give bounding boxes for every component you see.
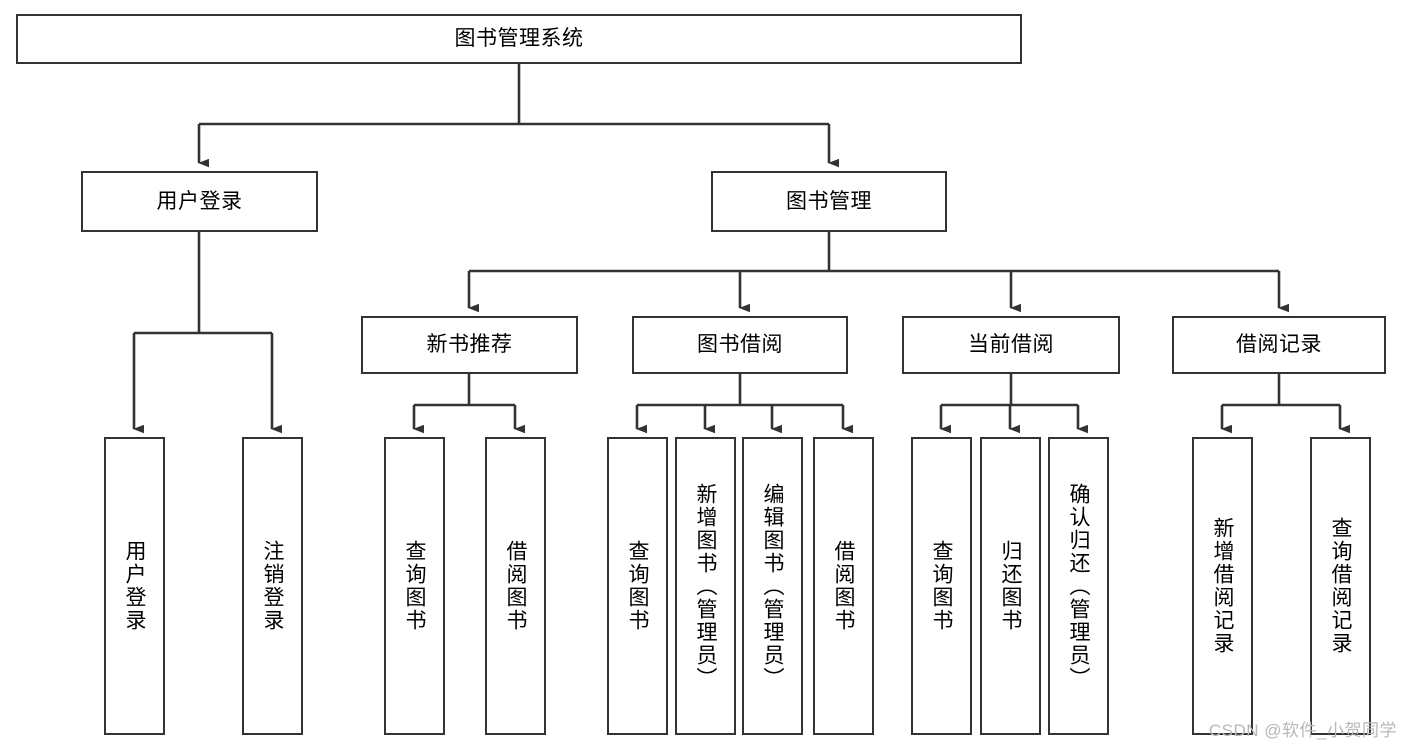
leaf-user-login-label: 用户登录	[123, 540, 146, 632]
leaf-new-book-borrow-label: 借阅图书	[504, 540, 527, 632]
node-current-borrow[interactable]: 当前借阅	[902, 316, 1120, 374]
leaf-borrow-query-book[interactable]: 查询图书	[607, 437, 668, 735]
leaf-new-book-borrow[interactable]: 借阅图书	[485, 437, 546, 735]
node-user-login[interactable]: 用户登录	[81, 171, 318, 232]
node-book-management-label: 图书管理	[786, 189, 872, 213]
leaf-borrow-book[interactable]: 借阅图书	[813, 437, 874, 735]
leaf-current-query-book-label: 查询图书	[930, 540, 953, 632]
node-new-book-recommend[interactable]: 新书推荐	[361, 316, 578, 374]
node-user-login-label: 用户登录	[156, 189, 243, 213]
leaf-query-borrow-record-label: 查询借阅记录	[1329, 517, 1352, 655]
leaf-add-borrow-record[interactable]: 新增借阅记录	[1192, 437, 1253, 735]
leaf-borrow-query-book-label: 查询图书	[626, 540, 649, 632]
leaf-borrow-book-label: 借阅图书	[832, 540, 855, 632]
leaf-user-login[interactable]: 用户登录	[104, 437, 165, 735]
node-book-borrow[interactable]: 图书借阅	[632, 316, 848, 374]
node-borrow-record[interactable]: 借阅记录	[1172, 316, 1386, 374]
leaf-logout[interactable]: 注销登录	[242, 437, 303, 735]
node-root-system[interactable]: 图书管理系统	[16, 14, 1022, 64]
node-borrow-record-label: 借阅记录	[1236, 333, 1322, 357]
node-current-borrow-label: 当前借阅	[968, 333, 1054, 357]
leaf-edit-book-admin[interactable]: 编辑图书（管理员）	[742, 437, 803, 735]
node-book-borrow-label: 图书借阅	[697, 333, 783, 357]
leaf-return-book-label: 归还图书	[999, 540, 1022, 632]
leaf-return-book[interactable]: 归还图书	[980, 437, 1041, 735]
leaf-edit-book-admin-label: 编辑图书（管理员）	[761, 482, 784, 690]
leaf-current-query-book[interactable]: 查询图书	[911, 437, 972, 735]
leaf-confirm-return-admin[interactable]: 确认归还（管理员）	[1048, 437, 1109, 735]
leaf-query-borrow-record[interactable]: 查询借阅记录	[1310, 437, 1371, 735]
leaf-add-borrow-record-label: 新增借阅记录	[1211, 517, 1234, 655]
leaf-confirm-return-admin-label: 确认归还（管理员）	[1067, 482, 1090, 690]
csdn-watermark: CSDN @软件_小贺同学	[1208, 721, 1397, 740]
leaf-logout-label: 注销登录	[261, 540, 284, 632]
node-root-system-label: 图书管理系统	[454, 27, 584, 51]
leaf-new-book-query-label: 查询图书	[403, 540, 426, 632]
node-new-book-recommend-label: 新书推荐	[426, 333, 513, 357]
node-book-management[interactable]: 图书管理	[711, 171, 947, 232]
leaf-add-book-admin-label: 新增图书（管理员）	[694, 482, 717, 690]
leaf-new-book-query[interactable]: 查询图书	[384, 437, 445, 735]
leaf-add-book-admin[interactable]: 新增图书（管理员）	[675, 437, 736, 735]
